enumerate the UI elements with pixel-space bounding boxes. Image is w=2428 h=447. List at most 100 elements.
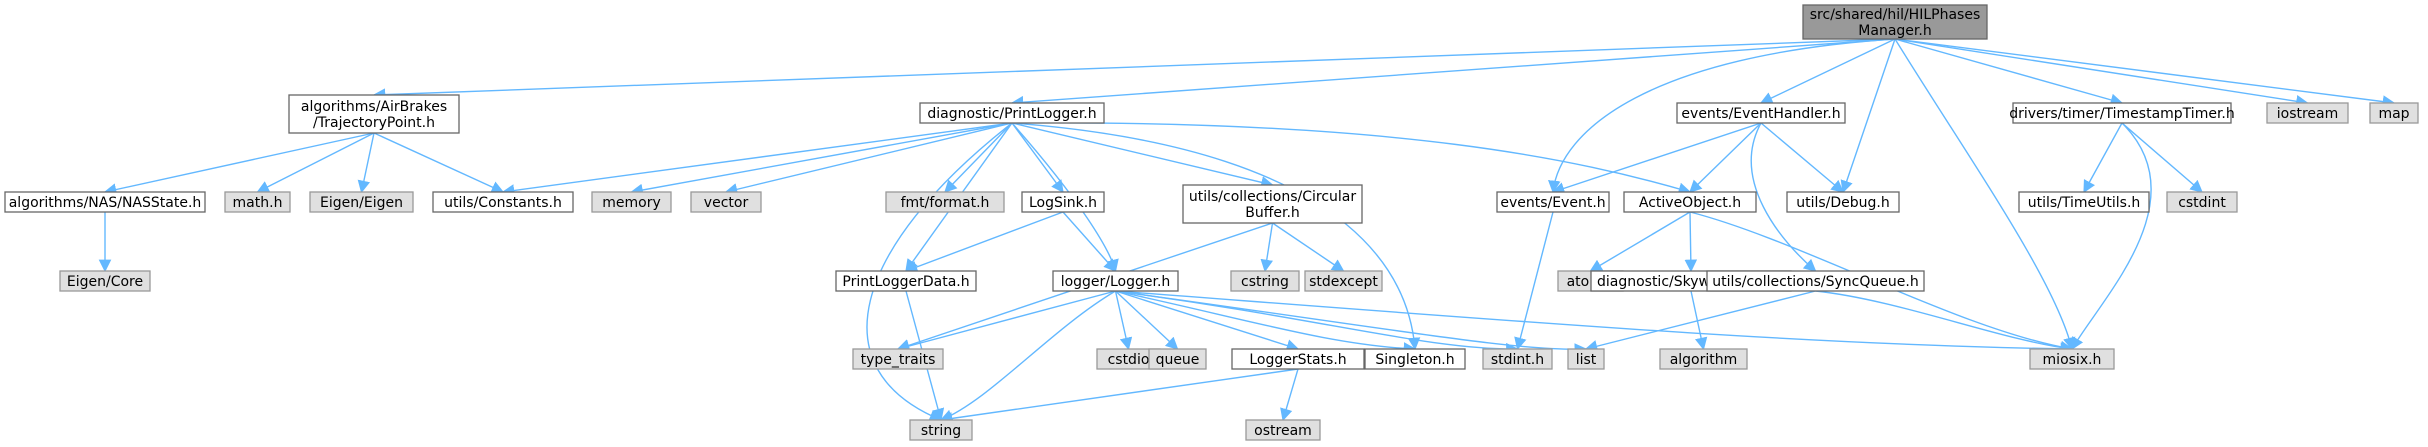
edge-n0-n17 xyxy=(1548,38,1896,194)
node-n24: cstring xyxy=(1230,270,1300,292)
node-label: cstdint xyxy=(2178,195,2226,211)
edge-n2-n15 xyxy=(1011,122,1064,194)
node-label: string xyxy=(921,423,961,439)
edge-n0-n1 xyxy=(372,38,1896,101)
node-box xyxy=(1182,184,1363,224)
edge-n23-n32 xyxy=(1115,290,1300,352)
node-box xyxy=(309,191,414,213)
edge-n17-n34 xyxy=(1514,211,1554,351)
edge-n23-n29 xyxy=(896,290,1116,353)
node-n10[interactable]: utils/Constants.h xyxy=(432,191,574,213)
node-n2[interactable]: diagnostic/PrintLogger.h xyxy=(919,102,1105,124)
node-n32[interactable]: LoggerStats.h xyxy=(1231,348,1365,370)
node-n3[interactable]: events/EventHandler.h xyxy=(1676,102,1846,124)
node-label: PrintLoggerData.h xyxy=(842,274,969,290)
edge-n27-n37 xyxy=(1690,290,1708,351)
node-label: drivers/timer/TimestampTimer.h xyxy=(2009,106,2235,122)
edges-layer xyxy=(98,38,2396,425)
node-label: cstring xyxy=(1241,274,1289,290)
node-label: Buffer.h xyxy=(1245,205,1300,221)
node-n33[interactable]: Singleton.h xyxy=(1364,348,1466,370)
node-label: events/Event.h xyxy=(1500,195,1605,211)
edge-n4-n20 xyxy=(2083,122,2123,194)
node-box xyxy=(1567,348,1605,370)
node-n5: iostream xyxy=(2266,102,2349,124)
node-box xyxy=(1304,270,1383,292)
node-label: utils/Debug.h xyxy=(1796,195,1890,211)
node-label: stdexcept xyxy=(1309,274,1378,290)
node-box xyxy=(1052,270,1179,292)
node-n19[interactable]: utils/Debug.h xyxy=(1786,191,1900,213)
node-label: vector xyxy=(704,195,749,211)
node-n39: ostream xyxy=(1245,419,1321,441)
edge-n3-n18 xyxy=(1689,122,1762,193)
edge-n3-n28 xyxy=(1750,122,1817,272)
node-box xyxy=(1496,191,1610,213)
node-n9: Eigen/Eigen xyxy=(309,191,414,213)
node-n20[interactable]: utils/TimeUtils.h xyxy=(2018,191,2150,213)
node-label: iostream xyxy=(2277,106,2339,122)
node-box xyxy=(2266,102,2349,124)
node-box xyxy=(1786,191,1900,213)
node-label: math.h xyxy=(233,195,283,211)
edge-n0-n36 xyxy=(1894,38,2076,351)
edge-n28-n35 xyxy=(1584,290,1816,353)
node-box xyxy=(1148,348,1207,370)
node-box xyxy=(2166,191,2238,213)
node-n38: string xyxy=(909,419,973,441)
node-box xyxy=(2029,348,2115,370)
node-label: cstdio xyxy=(1108,352,1150,368)
node-n18[interactable]: ActiveObject.h xyxy=(1623,191,1757,213)
node-n22[interactable]: PrintLoggerData.h xyxy=(835,270,977,292)
node-label: algorithms/NAS/NASState.h xyxy=(9,195,202,211)
node-label: events/EventHandler.h xyxy=(1681,106,1840,122)
node-box xyxy=(919,102,1105,124)
edge-n23-n31 xyxy=(1115,290,1179,350)
node-box xyxy=(1245,419,1321,441)
edge-n2-n16 xyxy=(1011,122,1274,189)
edge-n2-n33 xyxy=(1011,122,1421,351)
edge-n2-n14 xyxy=(944,122,1013,193)
edge-n2-n18 xyxy=(1011,122,1692,195)
edge-n4-n36 xyxy=(2071,122,2152,351)
node-label: utils/collections/Circular xyxy=(1189,189,1356,205)
edge-n3-n17 xyxy=(1551,122,1762,195)
node-label: map xyxy=(2378,106,2409,122)
edge-n15-n22 xyxy=(904,211,1064,273)
node-n15[interactable]: LogSink.h xyxy=(1021,191,1105,213)
node-n11: Eigen/Core xyxy=(59,270,151,292)
edge-n23-n33 xyxy=(1115,290,1417,355)
node-box xyxy=(909,419,973,441)
node-n1[interactable]: algorithms/AirBrakes/TrajectoryPoint.h xyxy=(288,94,460,134)
edge-n0-n2 xyxy=(1010,38,1896,109)
node-n37: algorithm xyxy=(1659,348,1748,370)
node-n17[interactable]: events/Event.h xyxy=(1496,191,1610,213)
node-box xyxy=(852,348,944,370)
node-n23[interactable]: logger/Logger.h xyxy=(1052,270,1179,292)
node-box xyxy=(1676,102,1846,124)
node-box xyxy=(1230,270,1300,292)
node-n8: math.h xyxy=(224,191,291,213)
edge-n1-n10 xyxy=(373,132,505,194)
node-label: stdint.h xyxy=(1491,352,1544,368)
edge-n16-n24 xyxy=(1260,222,1274,273)
node-label: utils/TimeUtils.h xyxy=(2028,195,2141,211)
node-label: src/shared/hil/HILPhases xyxy=(1810,7,1981,23)
node-box xyxy=(1802,4,1988,40)
node-label: ActiveObject.h xyxy=(1639,195,1741,211)
node-n28[interactable]: utils/collections/SyncQueue.h xyxy=(1706,270,1925,292)
node-box xyxy=(1021,191,1105,213)
node-n4[interactable]: drivers/timer/TimestampTimer.h xyxy=(2009,102,2235,124)
edge-n32-n39 xyxy=(1280,368,1299,422)
edge-n0-n6 xyxy=(1894,38,2396,108)
edge-n15-n23 xyxy=(1062,211,1117,272)
node-label: LogSink.h xyxy=(1029,195,1097,211)
edge-n1-n7 xyxy=(103,132,375,196)
node-box xyxy=(432,191,574,213)
edge-n0-n4 xyxy=(1894,38,2124,106)
node-n7[interactable]: algorithms/NAS/NASState.h xyxy=(4,191,206,213)
